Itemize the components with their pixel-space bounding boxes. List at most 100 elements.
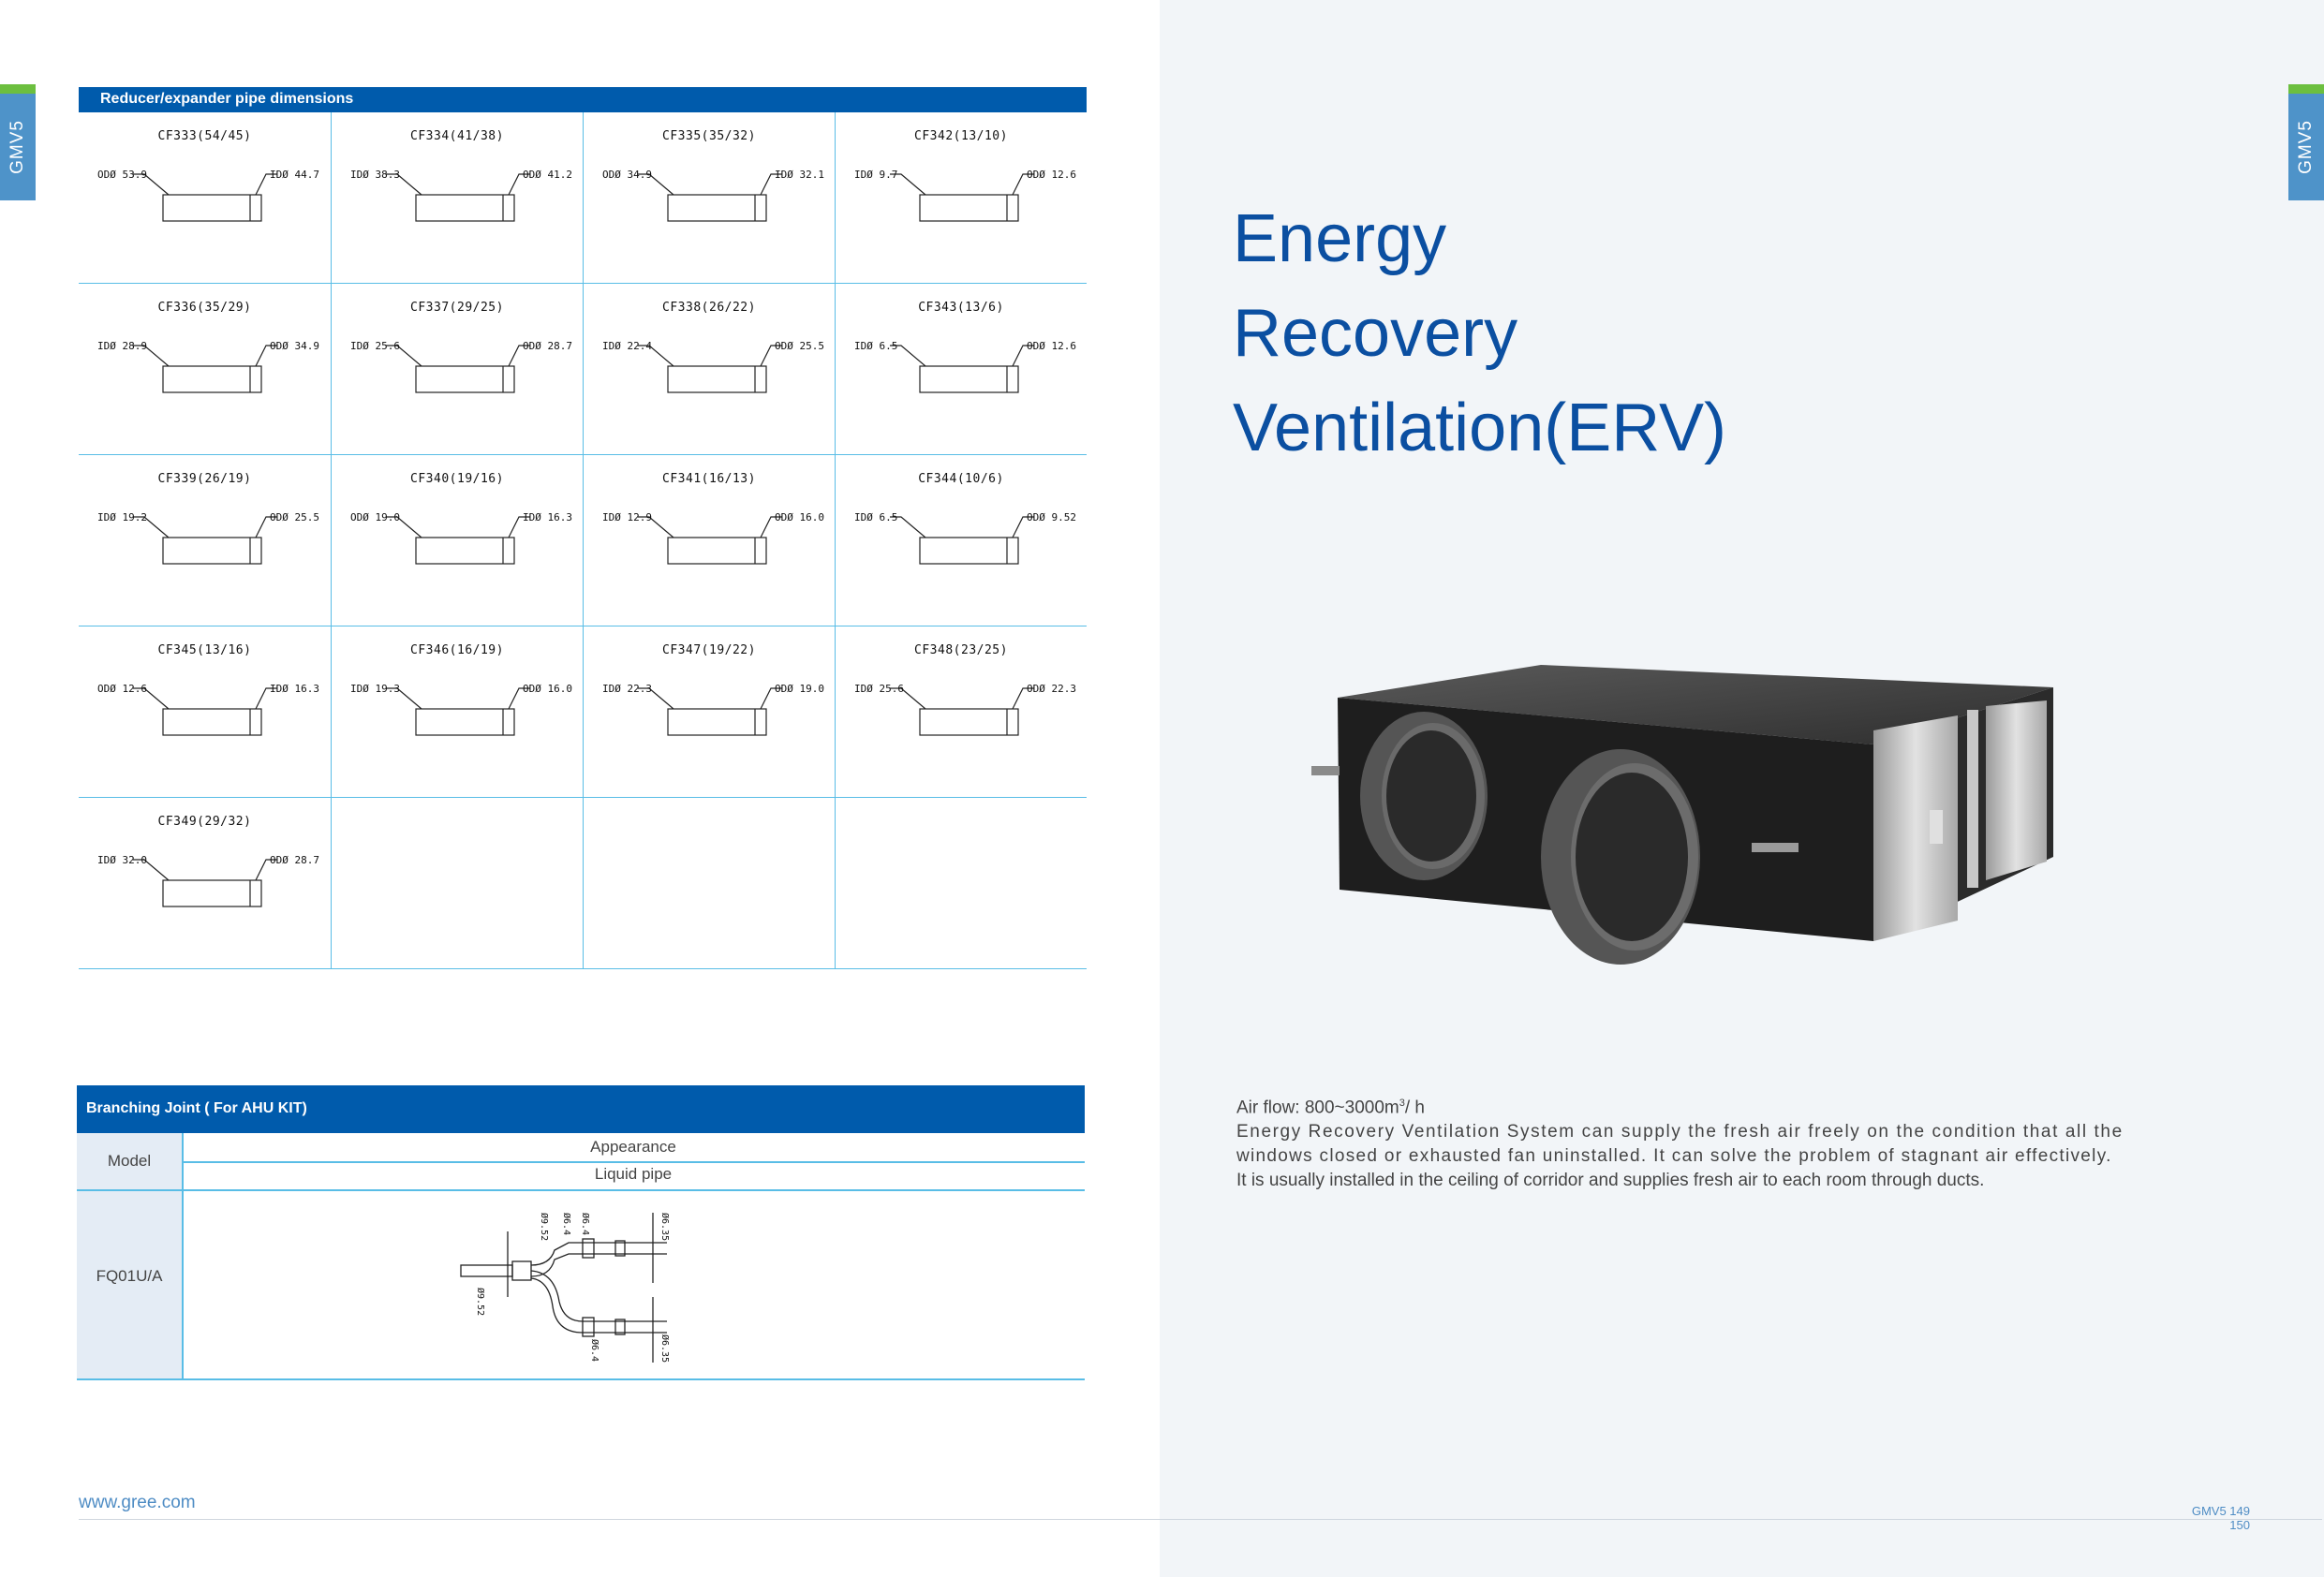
pipe-right-dim: ODØ 25.5 bbox=[270, 511, 319, 523]
side-tab-label: GMV5 bbox=[2296, 120, 2316, 174]
pipe-left-dim: IDØ 9.7 bbox=[854, 169, 897, 181]
pipe-model: CF349(29/32) bbox=[157, 815, 252, 829]
pipe-right-dim: IDØ 44.7 bbox=[270, 169, 319, 181]
pipe-cell: CF337(29/25) IDØ 25.6 ODØ 28.7 bbox=[331, 284, 583, 455]
pipe-drawing: IDØ 25.6 ODØ 28.7 bbox=[350, 340, 572, 393]
pipe-model: CF342(13/10) bbox=[914, 129, 1008, 143]
pipe-model: CF346(16/19) bbox=[410, 643, 504, 657]
side-tab-left: GMV5 bbox=[0, 94, 36, 200]
pipe-left-dim: IDØ 25.6 bbox=[854, 683, 904, 695]
pipe-left-dim: ODØ 53.9 bbox=[97, 169, 147, 181]
pipe-model: CF335(35/32) bbox=[662, 129, 756, 143]
pipe-right-dim: ODØ 12.6 bbox=[1027, 169, 1076, 181]
pipe-cell: CF342(13/10) IDØ 9.7 ODØ 12.6 bbox=[835, 112, 1087, 284]
pipe-right-dim: ODØ 41.2 bbox=[523, 169, 572, 181]
pipe-right-dim: ODØ 16.0 bbox=[775, 511, 824, 523]
pipe-model: CF348(23/25) bbox=[914, 643, 1008, 657]
branch-joint-drawing: Ø9.52 Ø6.4 Ø6.4 Ø6.35 Ø9.52 Ø6.4 Ø6.35 bbox=[460, 1213, 671, 1363]
pipe-drawing: IDØ 9.7 ODØ 12.6 bbox=[854, 169, 1076, 222]
tab-accent-left bbox=[0, 84, 36, 94]
pipe-model: CF345(13/16) bbox=[157, 643, 252, 657]
divider bbox=[77, 1378, 1085, 1380]
title-line: Ventilation(ERV) bbox=[1233, 391, 1726, 465]
footer-rule bbox=[79, 1519, 2322, 1520]
erv-unit-image bbox=[1311, 665, 2053, 965]
pipe-drawing: IDØ 12.9 ODØ 16.0 bbox=[602, 511, 824, 565]
pipe-left-dim: IDØ 28.9 bbox=[97, 340, 147, 352]
dim-label: Ø6.4 bbox=[561, 1213, 572, 1235]
dim-label: Ø9.52 bbox=[539, 1213, 550, 1241]
page-numbers: GMV5 149 150 bbox=[2192, 1504, 2250, 1532]
desc-line: Energy Recovery Ventilation System can s… bbox=[1236, 1122, 2124, 1142]
pipe-left-dim: ODØ 19.0 bbox=[350, 511, 400, 523]
dim-label: Ø6.35 bbox=[659, 1213, 671, 1241]
airflow-line: Air flow: 800~3000m3/ h bbox=[1236, 1091, 2173, 1120]
pipe-left-dim: IDØ 12.9 bbox=[602, 511, 652, 523]
liquid-pipe-header: Liquid pipe bbox=[594, 1165, 673, 1183]
pipe-left-dim: IDØ 25.6 bbox=[350, 340, 400, 352]
airflow-unit: / h bbox=[1404, 1098, 1425, 1118]
airflow-text: Air flow: 800~3000m bbox=[1236, 1098, 1399, 1118]
pipe-right-dim: IDØ 32.1 bbox=[775, 169, 824, 181]
pipe-cell: CF335(35/32) ODØ 34.9 IDØ 32.1 bbox=[583, 112, 835, 284]
footer-url[interactable]: www.gree.com bbox=[79, 1493, 196, 1512]
pipe-left-dim: IDØ 22.3 bbox=[602, 683, 652, 695]
pipe-left-dim: IDØ 6.5 bbox=[854, 511, 897, 523]
pipe-model: CF339(26/19) bbox=[157, 472, 252, 486]
pipe-cell: CF344(10/6) IDØ 6.5 ODØ 9.52 bbox=[835, 455, 1087, 626]
branch-table: Model Appearance Liquid pipe FQ01U/A Ø9.… bbox=[77, 1133, 1085, 1380]
branch-dim-labels: Ø9.52 Ø6.4 Ø6.4 Ø6.35 Ø9.52 Ø6.4 Ø6.35 bbox=[475, 1213, 671, 1363]
pipe-drawing: ODØ 53.9 IDØ 44.7 bbox=[97, 169, 319, 222]
pipe-cell: CF345(13/16) ODØ 12.6 IDØ 16.3 bbox=[79, 626, 331, 798]
pipe-left-dim: IDØ 19.3 bbox=[350, 683, 400, 695]
pipe-drawing: IDØ 28.9 ODØ 34.9 bbox=[97, 340, 319, 393]
pipe-drawing: IDØ 6.5 ODØ 9.52 bbox=[854, 511, 1076, 565]
title-line: Energy bbox=[1233, 201, 1447, 276]
airflow-sup: 3 bbox=[1399, 1098, 1405, 1109]
pipe-model: CF338(26/22) bbox=[662, 301, 756, 315]
product-description: Air flow: 800~3000m3/ h Energy Recovery … bbox=[1236, 1091, 2173, 1193]
desc-line: windows closed or exhausted fan uninstal… bbox=[1236, 1146, 2112, 1167]
pipe-right-dim: ODØ 28.7 bbox=[523, 340, 572, 352]
pipe-drawing: ODØ 34.9 IDØ 32.1 bbox=[602, 169, 824, 222]
pipe-left-dim: ODØ 12.6 bbox=[97, 683, 147, 695]
divider bbox=[182, 1161, 1085, 1163]
pipe-right-dim: IDØ 16.3 bbox=[523, 511, 572, 523]
dim-label: Ø6.4 bbox=[580, 1213, 591, 1235]
side-tab-right: GMV5 bbox=[2288, 94, 2324, 200]
pipe-drawing: IDØ 19.3 ODØ 16.0 bbox=[350, 683, 572, 736]
pipe-right-dim: IDØ 16.3 bbox=[270, 683, 319, 695]
pipe-right-dim: ODØ 19.0 bbox=[775, 683, 824, 695]
pipe-cell bbox=[835, 798, 1087, 969]
tab-accent-right bbox=[2288, 84, 2324, 94]
appearance-header: Appearance bbox=[590, 1138, 676, 1156]
dim-label: Ø9.52 bbox=[475, 1288, 486, 1316]
pipe-right-dim: ODØ 22.3 bbox=[1027, 683, 1076, 695]
pipe-model: CF337(29/25) bbox=[410, 301, 504, 315]
branch-table-header: Branching Joint ( For AHU KIT) bbox=[77, 1085, 1085, 1133]
title-line: Recovery bbox=[1233, 296, 1518, 371]
reducer-table-title: Reducer/expander pipe dimensions bbox=[100, 91, 354, 107]
pipe-cell bbox=[331, 798, 583, 969]
pipe-drawing: ODØ 12.6 IDØ 16.3 bbox=[97, 683, 319, 736]
pipe-left-dim: ODØ 34.9 bbox=[602, 169, 652, 181]
pipe-model: CF343(13/6) bbox=[918, 301, 1004, 315]
pipe-right-dim: ODØ 9.52 bbox=[1027, 511, 1076, 523]
pipe-model: CF344(10/6) bbox=[918, 472, 1004, 486]
pipe-right-dim: ODØ 16.0 bbox=[523, 683, 572, 695]
pipe-right-dim: ODØ 34.9 bbox=[270, 340, 319, 352]
pipe-left-dim: IDØ 6.5 bbox=[854, 340, 897, 352]
desc-line: It is usually installed in the ceiling o… bbox=[1236, 1171, 1985, 1191]
pipe-model: CF334(41/38) bbox=[410, 129, 504, 143]
